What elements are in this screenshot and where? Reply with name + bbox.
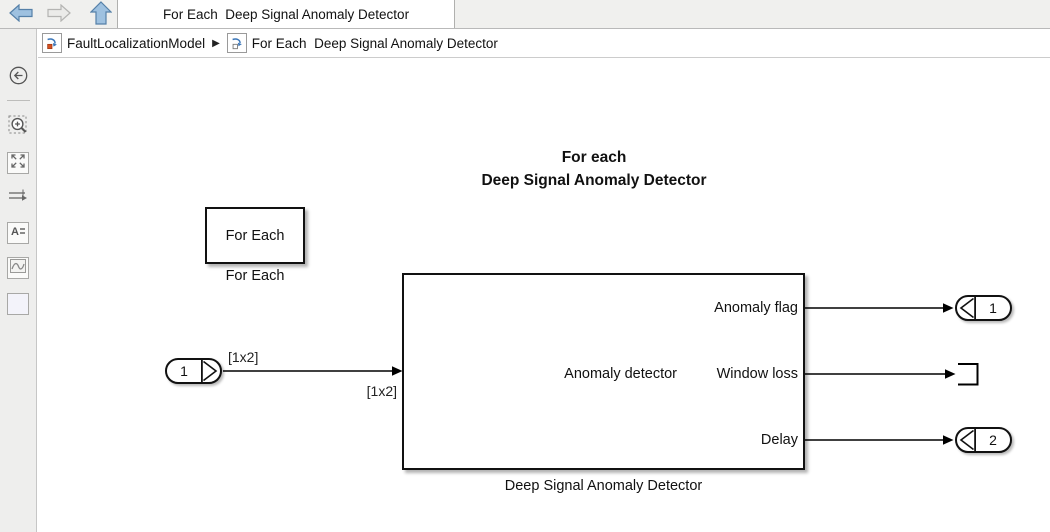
outport2-block[interactable]: 2 — [955, 427, 1012, 453]
detector-block-caption: Deep Signal Anomaly Detector — [504, 478, 703, 494]
back-arrow-icon — [9, 3, 33, 25]
detector-output-label-delay: Delay — [760, 432, 798, 448]
viewer-button[interactable] — [7, 257, 29, 279]
diagram-title-line2: Deep Signal Anomaly Detector — [481, 172, 707, 189]
outport1-block[interactable]: 1 — [955, 295, 1012, 321]
inport-number: 1 — [180, 363, 188, 379]
tab-bar: For Each Deep Signal Anomaly Detector — [0, 0, 1050, 29]
diagram-title-line1: For each — [561, 149, 627, 166]
up-arrow-icon — [89, 0, 113, 28]
outgoing-port-chevron-icon — [201, 360, 220, 382]
breadcrumb-separator: ▶ — [212, 37, 220, 49]
up-to-parent-button[interactable] — [84, 0, 118, 28]
breadcrumb: FaultLocalizationModel ▶ For Each Deep S… — [38, 29, 1050, 58]
detector-output-label-anomaly-flag: Anomaly flag — [714, 300, 798, 316]
incoming-port-chevron-icon — [957, 429, 976, 451]
zoom-area-button[interactable] — [7, 293, 29, 315]
for-each-block-label: For Each — [225, 227, 285, 244]
breadcrumb-current-label: For Each Deep Signal Anomaly Detector — [251, 35, 498, 51]
circle-back-icon — [9, 66, 28, 90]
detector-block-label: Anomaly detector — [564, 366, 677, 382]
back-button[interactable] — [4, 0, 38, 28]
diagram-title: For each Deep Signal Anomaly Detector — [394, 146, 794, 192]
incoming-port-chevron-icon — [957, 297, 976, 319]
signal-dimension-label-top: [1x2] — [228, 349, 259, 365]
signal-lines-button[interactable] — [7, 187, 29, 209]
annotation-button[interactable]: A — [7, 222, 29, 244]
palette-sidebar: A — [0, 29, 37, 532]
signal-lines-icon — [8, 187, 29, 210]
breadcrumb-item-root[interactable]: FaultLocalizationModel — [42, 33, 205, 53]
model-tab-title: For Each Deep Signal Anomaly Detector — [162, 6, 410, 22]
outport2-number: 2 — [989, 432, 997, 448]
forward-button[interactable] — [42, 0, 76, 28]
model-tab[interactable]: For Each Deep Signal Anomaly Detector — [117, 0, 455, 28]
for-each-block[interactable]: For Each — [205, 207, 305, 264]
forward-arrow-icon — [47, 3, 71, 25]
fit-to-view-icon — [9, 152, 27, 175]
sidebar-separator — [7, 100, 30, 101]
marquee-zoom-icon — [8, 115, 29, 141]
annotation-icon: A — [9, 222, 27, 245]
fit-to-view-button[interactable] — [7, 152, 29, 174]
breadcrumb-item-current[interactable]: For Each Deep Signal Anomaly Detector — [226, 33, 498, 53]
hide-explorer-bar-button[interactable] — [7, 66, 29, 90]
breadcrumb-root-label: FaultLocalizationModel — [67, 35, 206, 51]
marquee-zoom-button[interactable] — [7, 115, 29, 141]
detector-output-label-window-loss: Window loss — [716, 366, 798, 382]
signal-dimension-label-bottom: [1x2] — [366, 383, 397, 399]
subsystem-icon — [226, 33, 247, 53]
outport1-number: 1 — [989, 300, 997, 316]
inport-block[interactable]: 1 — [165, 358, 222, 384]
simulink-model-icon — [42, 33, 62, 53]
viewer-curve-icon — [9, 257, 27, 280]
detector-block[interactable] — [402, 273, 805, 470]
svg-text:A: A — [11, 226, 19, 238]
for-each-block-caption: For Each — [225, 268, 285, 284]
